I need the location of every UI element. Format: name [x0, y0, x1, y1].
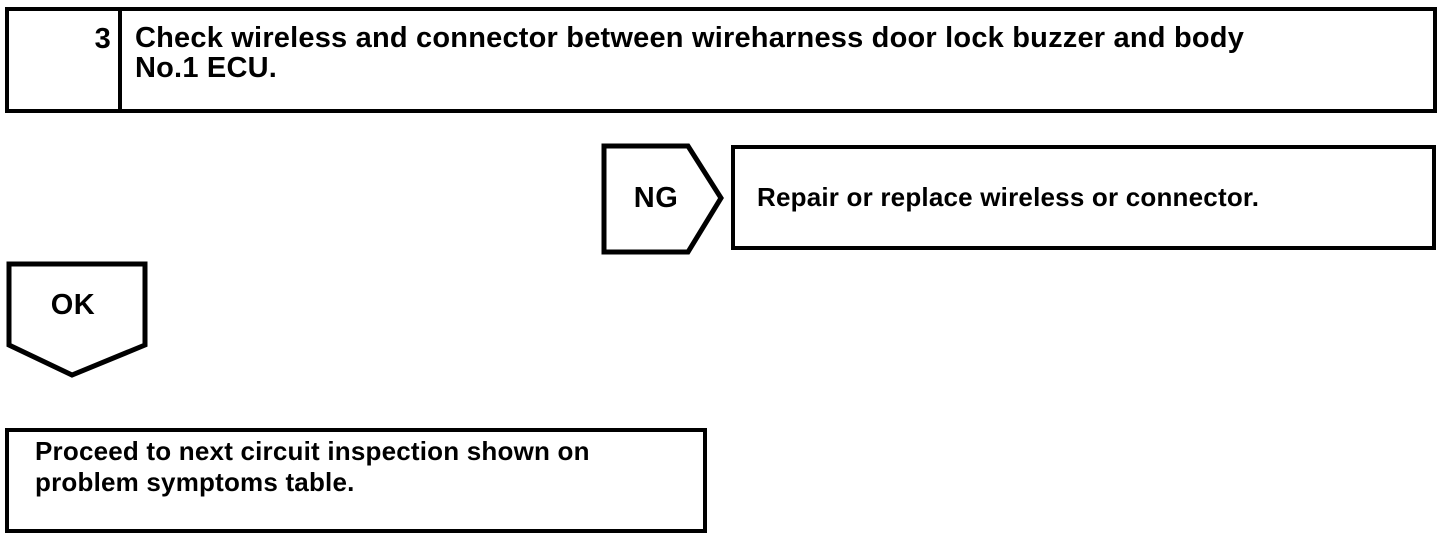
step-number: 3 [9, 11, 122, 109]
ok-action-box: Proceed to next circuit inspection shown… [5, 428, 707, 533]
step-instruction: Check wireless and connector between wir… [122, 11, 1433, 109]
ng-label: NG [634, 182, 679, 214]
step-instruction-line: No.1 ECU. [135, 52, 277, 84]
ok-label: OK [51, 289, 96, 321]
ok-action-line: Proceed to next circuit inspection shown… [35, 436, 590, 466]
ng-action-box: Repair or replace wireless or connector. [731, 145, 1436, 250]
ok-pentagon-icon [6, 261, 148, 378]
step-box: 3 Check wireless and connector between w… [5, 7, 1437, 113]
step-instruction-line: Check wireless and connector between wir… [135, 22, 1245, 54]
ok-connector-shape: OK [6, 261, 148, 378]
ng-connector-shape: NG [601, 143, 724, 255]
ok-action-line: problem symptoms table. [35, 467, 355, 497]
ng-pentagon-icon [601, 143, 724, 255]
ng-action-text: Repair or replace wireless or connector. [757, 182, 1260, 212]
